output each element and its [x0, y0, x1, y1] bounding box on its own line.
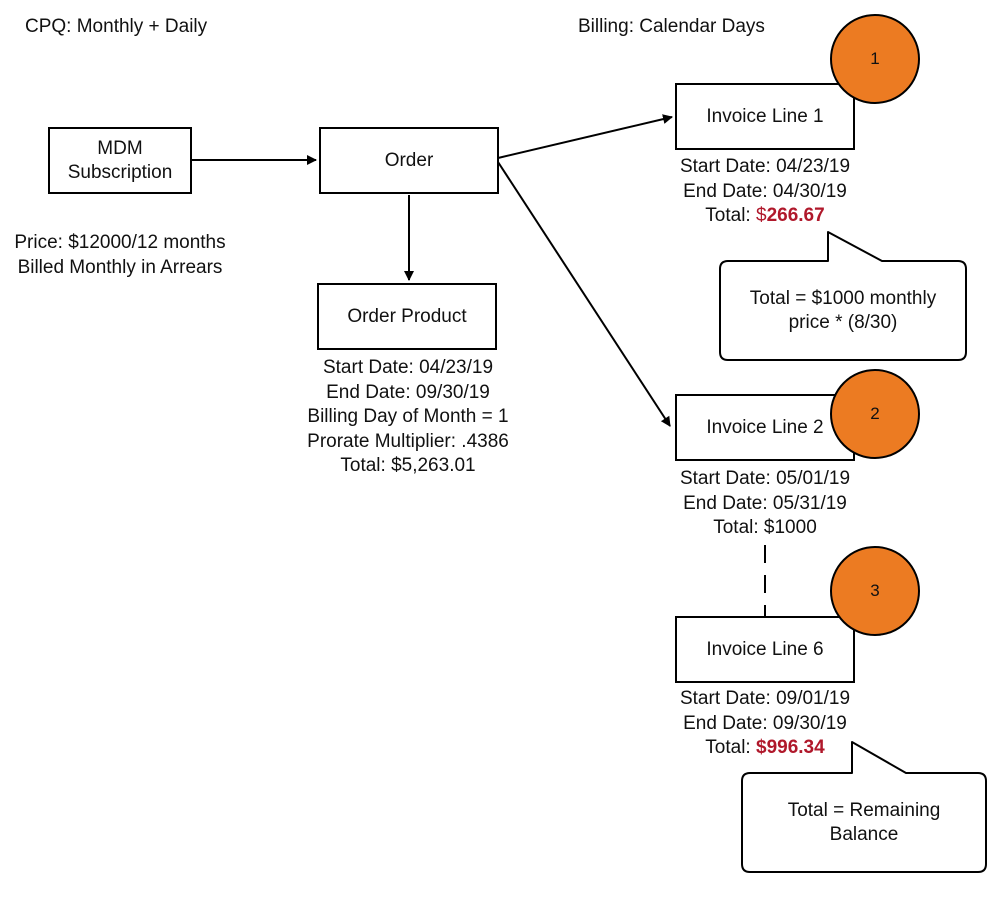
- mdm-subscription-line2: Subscription: [67, 161, 173, 183]
- mdm-subscription-box[interactable]: MDM Subscription: [48, 127, 192, 194]
- invoice-line-2-box[interactable]: Invoice Line 2: [675, 394, 855, 461]
- price-note: Price: $12000/12 months Billed Monthly i…: [0, 231, 240, 280]
- billing-heading: Billing: Calendar Days: [578, 16, 765, 37]
- invoice-line-1-total-prefix: Total:: [705, 205, 756, 226]
- invoice-line-6-details: Start Date: 09/01/19 End Date: 09/30/19 …: [655, 687, 875, 761]
- order-product-prorate: Prorate Multiplier: .4386: [307, 430, 509, 452]
- invoice-line-6-total: Total: $996.34: [655, 736, 875, 761]
- invoice-line-1-details: Start Date: 04/23/19 End Date: 04/30/19 …: [655, 155, 875, 229]
- callout-bubble-1: [719, 231, 967, 361]
- order-product-total: Total: $5,263.01: [340, 455, 476, 476]
- order-product-label: Order Product: [347, 305, 467, 327]
- order-product-details: Start Date: 04/23/19 End Date: 09/30/19 …: [277, 356, 539, 479]
- invoice-line-1-total-value: 266.67: [766, 205, 825, 226]
- invoice-line-6-total-value: $996.34: [756, 737, 825, 758]
- step-badge-1: 1: [830, 14, 920, 104]
- step-badge-1-number: 1: [870, 49, 880, 68]
- step-badge-2-number: 2: [870, 404, 880, 423]
- callout-1-text: Total = $1000 monthly price * (8/30): [720, 261, 966, 360]
- invoice-line-1-total: Total: $266.67: [655, 204, 875, 229]
- invoice-line-6-end-date: End Date: 09/30/19: [683, 712, 847, 734]
- invoice-line-1-box[interactable]: Invoice Line 1: [675, 83, 855, 150]
- invoice-line-2-end-date: End Date: 05/31/19: [683, 492, 847, 514]
- order-product-billing-day: Billing Day of Month = 1: [307, 406, 509, 427]
- arrow-order-to-invoice-line-1: [497, 114, 673, 159]
- callout-bubble-2: [741, 741, 987, 873]
- cpq-heading: CPQ: Monthly + Daily: [25, 16, 208, 37]
- invoice-line-2-details: Start Date: 05/01/19 End Date: 05/31/19 …: [655, 467, 875, 541]
- invoice-line-1-start-date: Start Date: 04/23/19: [679, 156, 851, 177]
- callout-2-text: Total = Remaining Balance: [742, 773, 986, 872]
- callout-1-line1: Total = $1000 monthly: [749, 287, 937, 309]
- invoice-line-6-box[interactable]: Invoice Line 6: [675, 616, 855, 683]
- mdm-subscription-line1: MDM: [97, 137, 143, 159]
- invoice-line-1-total-sign: $: [756, 205, 767, 226]
- invoice-line-2-label: Invoice Line 2: [706, 416, 824, 438]
- price-note-billing: Billed Monthly in Arrears: [17, 256, 223, 278]
- callout-1-line2: price * (8/30): [788, 311, 898, 333]
- invoice-line-6-label: Invoice Line 6: [706, 638, 824, 660]
- order-product-end-date: End Date: 09/30/19: [326, 381, 490, 403]
- invoice-line-2-total: Total: $1000: [713, 517, 817, 538]
- invoice-line-1-label: Invoice Line 1: [706, 105, 824, 127]
- price-note-price: Price: $12000/12 months: [14, 232, 226, 253]
- invoice-line-6-start-date: Start Date: 09/01/19: [679, 688, 851, 709]
- order-product-box[interactable]: Order Product: [317, 283, 497, 350]
- invoice-line-6-total-prefix: Total:: [705, 737, 756, 758]
- invoice-line-1-end-date: End Date: 04/30/19: [683, 180, 847, 202]
- callout-2-line2: Balance: [829, 823, 899, 845]
- arrow-order-to-invoice-line-2: [497, 161, 671, 427]
- callout-2-line1: Total = Remaining: [787, 799, 941, 821]
- step-badge-2: 2: [830, 369, 920, 459]
- order-box[interactable]: Order: [319, 127, 499, 194]
- invoice-line-2-start-date: Start Date: 05/01/19: [679, 468, 851, 489]
- order-product-start-date: Start Date: 04/23/19: [322, 357, 494, 378]
- step-badge-3-number: 3: [870, 581, 880, 600]
- step-badge-3: 3: [830, 546, 920, 636]
- order-label: Order: [384, 149, 434, 171]
